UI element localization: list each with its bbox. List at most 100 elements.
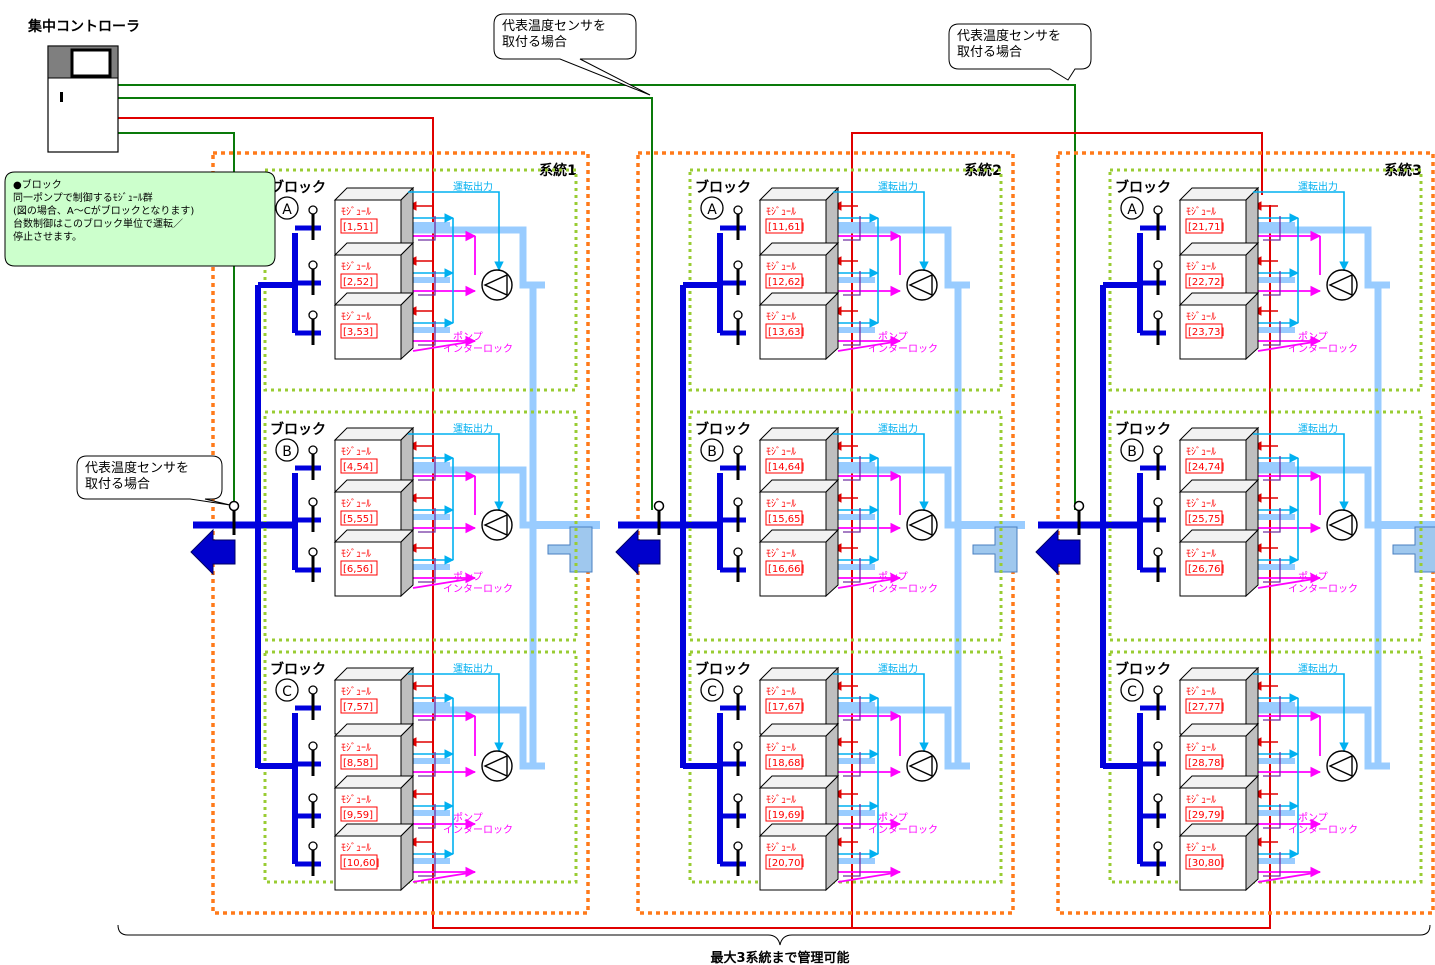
module-id: [22,72] — [1188, 277, 1225, 288]
pump-interlock-label: インターロック — [1288, 824, 1358, 836]
module-sensor-icon — [734, 261, 742, 269]
block-note-callout-text: 停止させます。 — [13, 230, 82, 243]
module: ﾓｼﾞｭｰﾙ[3,53] — [335, 293, 413, 359]
controller-label: 集中コントローラ — [27, 18, 140, 35]
module-id: [27,77] — [1188, 702, 1225, 713]
module-top — [760, 188, 838, 200]
module-id: [4,54] — [343, 462, 373, 473]
controller-handle — [60, 92, 63, 102]
block-note-callout-text: 台数制御はこのブロック単位で運転／ — [13, 217, 183, 230]
block-note-callout-text: 同一ポンプで制御するﾓｼﾞｭｰﾙ群 — [13, 191, 153, 204]
system-2: 系統2ブロックAﾓｼﾞｭｰﾙ[11,61]ﾓｼﾞｭｰﾙ[12,62]ﾓｼﾞｭｰﾙ… — [616, 153, 1025, 913]
system-3: 系統3ブロックAﾓｼﾞｭｰﾙ[21,71]ﾓｼﾞｭｰﾙ[22,72]ﾓｼﾞｭｰﾙ… — [1036, 153, 1435, 913]
module-label: ﾓｼﾞｭｰﾙ — [341, 446, 371, 458]
module-label: ﾓｼﾞｭｰﾙ — [766, 261, 796, 273]
module-sensor-icon — [1154, 261, 1162, 269]
run-output-label: 運転出力 — [878, 662, 918, 675]
module-top — [1180, 530, 1258, 542]
pump-icon — [1327, 751, 1357, 781]
module-id: [24,74] — [1188, 462, 1225, 473]
module-id: [6,56] — [343, 564, 373, 575]
module-sensor-icon — [734, 742, 742, 750]
module-id: [30,80] — [1188, 858, 1225, 869]
module-sensor-icon — [1154, 842, 1162, 850]
pump-interlock-label: ポンプ — [878, 812, 908, 824]
return-pipe-c — [1258, 710, 1385, 766]
module-label: ﾓｼﾞｭｰﾙ — [1186, 548, 1216, 560]
module-top — [1180, 824, 1258, 836]
module-top — [335, 668, 413, 680]
module-label: ﾓｼﾞｭｰﾙ — [341, 261, 371, 273]
pump-interlock-label: インターロック — [443, 343, 513, 355]
module-top — [335, 188, 413, 200]
module-sensor-icon — [309, 261, 317, 269]
module-id: [14,64] — [768, 462, 805, 473]
module-sensor-icon — [309, 206, 317, 214]
module-label: ﾓｼﾞｭｰﾙ — [766, 794, 796, 806]
module-label: ﾓｼﾞｭｰﾙ — [766, 446, 796, 458]
sensor-callout-2: 代表温度センサを取付る場合 — [949, 24, 1091, 80]
module-sensor-icon — [734, 206, 742, 214]
module-label: ﾓｼﾞｭｰﾙ — [766, 311, 796, 323]
pump-interlock-label: インターロック — [868, 343, 938, 355]
run-output-label: 運転出力 — [1298, 662, 1338, 675]
block-note-callout-text: ●ブロック — [13, 178, 62, 191]
module-label: ﾓｼﾞｭｰﾙ — [1186, 742, 1216, 754]
run-output-label: 運転出力 — [453, 662, 493, 675]
supply-flow-arrow — [191, 530, 235, 574]
pump-interlock-label: ポンプ — [453, 571, 483, 583]
module-id: [10,60] — [343, 858, 380, 869]
module-sensor-icon — [309, 498, 317, 506]
module-side — [826, 293, 838, 359]
controller-screen — [72, 50, 110, 76]
module-sensor-icon — [309, 446, 317, 454]
module-top — [760, 776, 838, 788]
pump-interlock-label: ポンプ — [453, 812, 483, 824]
module-label: ﾓｼﾞｭｰﾙ — [341, 548, 371, 560]
module-label: ﾓｼﾞｭｰﾙ — [341, 842, 371, 854]
module-label: ﾓｼﾞｭｰﾙ — [1186, 842, 1216, 854]
sensor-callout-left: 代表温度センサを取付る場合 — [77, 456, 230, 505]
run-output-label: 運転出力 — [878, 422, 918, 435]
module-top — [335, 293, 413, 305]
module: ﾓｼﾞｭｰﾙ [10,60] — [335, 824, 413, 890]
module-side — [1246, 293, 1258, 359]
module-label: ﾓｼﾞｭｰﾙ — [341, 742, 371, 754]
module-label: ﾓｼﾞｭｰﾙ — [1186, 686, 1216, 698]
block-label: ブロック — [695, 179, 751, 196]
supply-flow-arrow — [1036, 530, 1080, 574]
module-side — [1246, 824, 1258, 890]
module-top — [1180, 668, 1258, 680]
module-id: [26,76] — [1188, 564, 1225, 575]
module-id: [1,51] — [343, 222, 373, 233]
module-side — [1246, 530, 1258, 596]
module-top — [1180, 188, 1258, 200]
module-top — [1180, 293, 1258, 305]
module: ﾓｼﾞｭｰﾙ [6,56] — [335, 530, 413, 596]
module-sensor-icon — [1154, 206, 1162, 214]
sensor-callout-2-text: 取付る場合 — [957, 45, 1022, 60]
footer-label: 最大3系統まで管理可能 — [710, 950, 849, 965]
module-top — [1180, 428, 1258, 440]
block-label: ブロック — [270, 179, 326, 196]
pump-interlock-label: インターロック — [1288, 583, 1358, 595]
module-id: [19,69] — [768, 810, 805, 821]
module-sensor-icon — [309, 742, 317, 750]
module-sensor-icon — [734, 842, 742, 850]
pump-icon — [482, 751, 512, 781]
module-top — [335, 724, 413, 736]
return-flow-arrow — [973, 527, 1017, 572]
system-label: 系統1 — [539, 162, 577, 179]
block-a: ブロックAﾓｼﾞｭｰﾙ[11,61]ﾓｼﾞｭｰﾙ[12,62]ﾓｼﾞｭｰﾙ[13… — [683, 170, 1001, 390]
module-sensor-icon — [1154, 794, 1162, 802]
module-sensor-icon — [309, 311, 317, 319]
pump-icon — [907, 270, 937, 300]
return-pipe-c — [838, 710, 965, 766]
module-id: [15,65] — [768, 514, 805, 525]
module-top — [760, 428, 838, 440]
module-id: [25,75] — [1188, 514, 1225, 525]
module-top — [760, 824, 838, 836]
central-controller — [48, 46, 118, 152]
pump-icon — [482, 270, 512, 300]
module-label: ﾓｼﾞｭｰﾙ — [766, 842, 796, 854]
